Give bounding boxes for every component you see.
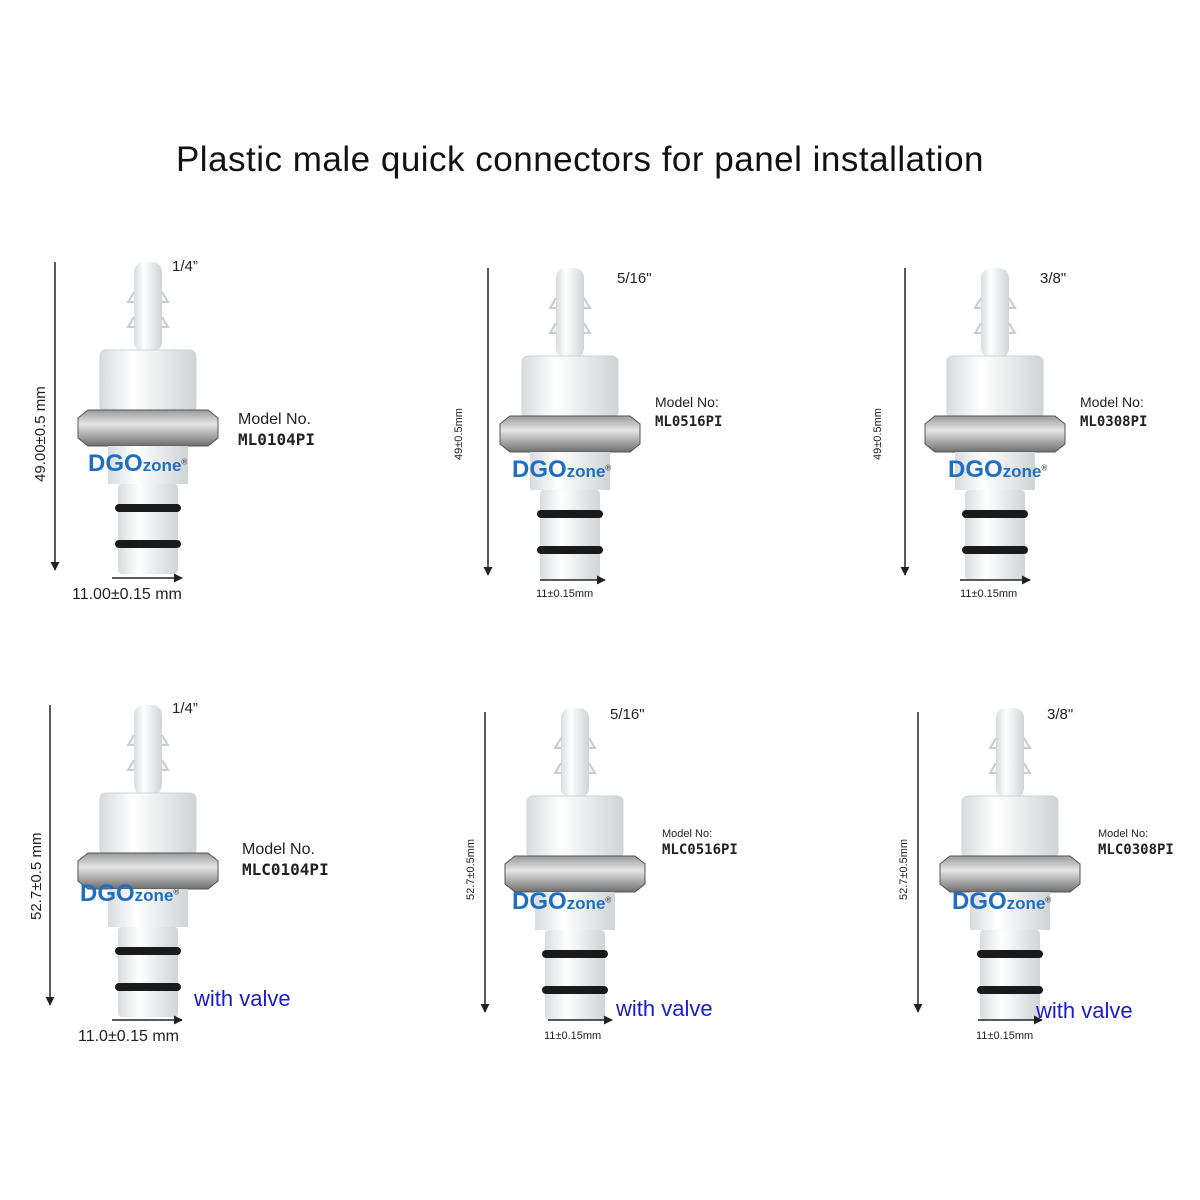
model-code: ML0104PI <box>238 430 316 449</box>
brand-logo: DGOzone® <box>948 456 1048 483</box>
model-prefix: Model No: <box>655 394 719 410</box>
size-label: 1/4” <box>172 700 198 717</box>
valve-note: with valve <box>616 996 713 1021</box>
width-dimension: 11±0.15mm <box>536 588 594 600</box>
brand-logo: DGOzone® <box>80 880 180 907</box>
model-label: Model No: ML0308PI <box>1080 392 1147 432</box>
model-label: Model No: MLC0308PI <box>1098 826 1174 858</box>
brand-logo: DGOzone® <box>512 456 612 483</box>
brand-logo: DGOzone® <box>952 888 1052 915</box>
model-prefix: Model No. <box>238 411 311 428</box>
width-dimension: 11.0±0.15 mm <box>78 1028 179 1045</box>
size-label: 3/8" <box>1047 706 1074 723</box>
page-title: Plastic male quick connectors for panel … <box>175 140 985 179</box>
model-code: MLC0104PI <box>242 860 329 879</box>
height-dimension: 49±0.5mm <box>872 408 884 460</box>
height-dimension: 49±0.5mm <box>453 408 465 460</box>
model-label: Model No. MLC0104PI <box>242 840 329 880</box>
size-label: 5/16" <box>610 706 645 723</box>
model-label: Model No: MLC0516PI <box>662 826 738 858</box>
model-prefix: Model No: <box>1080 394 1144 410</box>
model-code: ML0308PI <box>1080 414 1148 430</box>
height-dimension: 52.7±0.5 mm <box>28 832 45 920</box>
model-code: ML0516PI <box>655 414 723 430</box>
model-code: MLC0308PI <box>1098 842 1174 858</box>
height-dimension: 52.7±0.5mm <box>465 838 477 900</box>
size-label: 5/16" <box>617 270 652 287</box>
model-prefix: Model No: <box>662 828 713 840</box>
model-prefix: Model No. <box>242 841 315 858</box>
width-dimension: 11±0.15mm <box>544 1030 602 1042</box>
height-dimension: 52.7±0.5mm <box>898 838 910 900</box>
model-prefix: Model No: <box>1098 828 1149 840</box>
valve-note: with valve <box>194 986 291 1011</box>
width-dimension: 11±0.15mm <box>960 588 1018 600</box>
brand-logo: DGOzone® <box>88 450 188 477</box>
size-label: 3/8" <box>1040 270 1067 287</box>
brand-logo: DGOzone® <box>512 888 612 915</box>
model-label: Model No: ML0516PI <box>655 392 722 432</box>
width-dimension: 11±0.15mm <box>976 1030 1034 1042</box>
height-dimension: 49.00±0.5 mm <box>32 386 49 482</box>
model-code: MLC0516PI <box>662 842 738 858</box>
width-dimension: 11.00±0.15 mm <box>72 586 182 603</box>
valve-note: with valve <box>1036 998 1133 1023</box>
model-label: Model No. ML0104PI <box>238 410 315 450</box>
size-label: 1/4” <box>172 258 198 275</box>
